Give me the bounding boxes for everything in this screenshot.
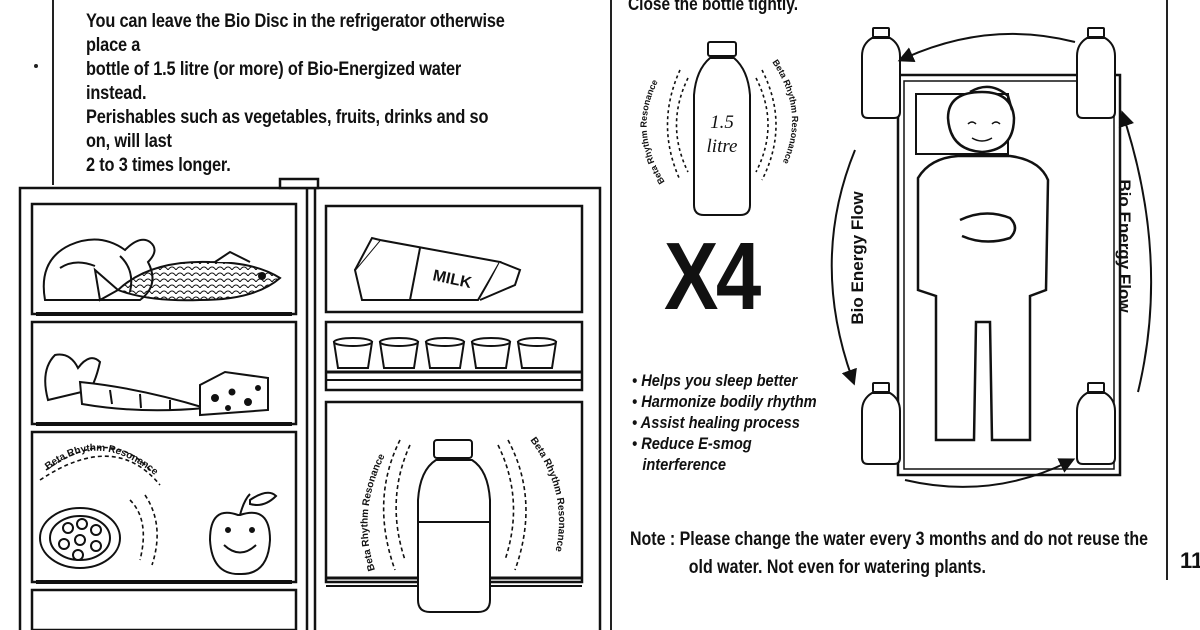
energy-flow-arrows (830, 32, 1153, 488)
intro-line: 2 to 3 times longer. (86, 155, 231, 176)
note-line: Note : Please change the water every 3 m… (630, 529, 1148, 550)
bio-energy-flow-label-right: Bio Energy Flow (1115, 179, 1134, 313)
right-page-border (1166, 0, 1168, 580)
intro-line: bottle of 1.5 litre (or more) of Bio-Ene… (86, 59, 462, 104)
bottle-volume: 1.5 (710, 112, 734, 133)
center-fold-line (610, 0, 612, 630)
benefits-list: • Helps you sleep better • Harmonize bod… (632, 370, 817, 475)
cup-row (332, 337, 558, 369)
benefit-item: • Harmonize bodily rhythm (632, 392, 817, 411)
carrot-vegetable-icon (44, 353, 206, 412)
intro-paragraph: You can leave the Bio Disc in the refrig… (86, 10, 516, 178)
apple-face-icon (208, 491, 278, 576)
margin-dot (34, 64, 38, 68)
bio-energy-flow-label-left: Bio Energy Flow (848, 191, 867, 325)
sleeping-person-icon (916, 85, 1050, 442)
refrigerator-illustration: Beta Rhythm Resonance MILK (18, 177, 602, 630)
intro-line: You can leave the Bio Disc in the refrig… (86, 11, 505, 56)
cheese-icon (199, 370, 269, 417)
benefit-item: • Assist healing process (632, 413, 800, 432)
bottle-resonance-label-left: Beta Rhythm Resonance (639, 78, 667, 186)
fridge-water-bottle-icon (417, 439, 491, 613)
close-bottle-instruction: Close the bottle tightly. (628, 0, 798, 14)
fridge-resonance-label-left: Beta Rhythm Resonance (360, 452, 388, 572)
benefit-item: • Reduce E-smog (632, 434, 752, 453)
sleep-bottles-illustration: 1.5 litre Beta Rhythm Resonance Beta Rhy… (639, 27, 1153, 488)
left-resonance-label: Beta Rhythm Resonance (43, 443, 160, 478)
bottle-unit: litre (707, 136, 738, 157)
intro-line: Perishables such as vegetables, fruits, … (86, 107, 489, 152)
corner-bottle-icon (861, 27, 1116, 465)
fish-icon (93, 250, 282, 302)
benefit-item-continued: interference (642, 455, 727, 474)
benefit-item: • Helps you sleep better (632, 371, 798, 390)
large-water-bottle-icon (693, 41, 751, 216)
bio-disc-icon (39, 507, 121, 569)
note-line: old water. Not even for watering plants. (688, 557, 986, 578)
page-number: 11 (1180, 548, 1200, 573)
water-change-note: Note : Please change the water every 3 m… (630, 526, 1151, 582)
milk-carton-icon: MILK (353, 236, 522, 301)
fridge-resonance-label-right: Beta Rhythm Resonance (528, 435, 567, 553)
left-page-border (52, 0, 54, 185)
multiplier-label: X4 (664, 223, 761, 330)
